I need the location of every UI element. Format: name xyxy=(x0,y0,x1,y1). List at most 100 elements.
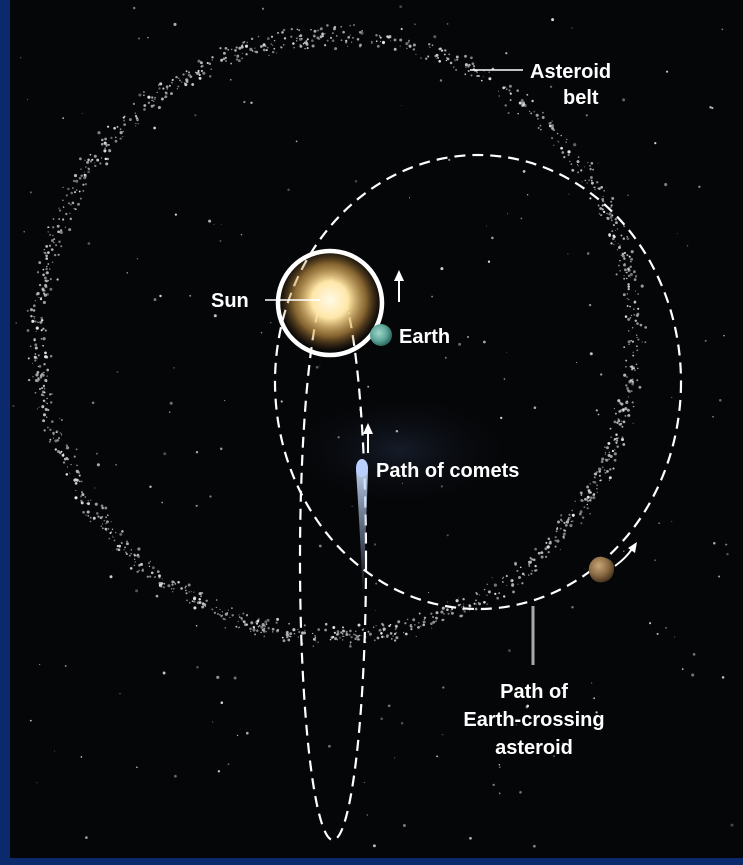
belt-asteroid xyxy=(620,437,625,442)
belt-asteroid xyxy=(630,314,632,317)
belt-asteroid xyxy=(336,639,339,641)
belt-asteroid xyxy=(559,527,562,530)
belt-asteroid xyxy=(550,136,554,140)
belt-asteroid xyxy=(475,71,478,73)
star xyxy=(500,416,503,420)
belt-asteroid xyxy=(165,85,169,89)
belt-asteroid xyxy=(360,635,362,637)
belt-asteroid xyxy=(39,297,43,301)
belt-asteroid xyxy=(378,628,382,632)
belt-asteroid xyxy=(71,201,75,205)
star xyxy=(116,370,119,373)
belt-asteroid xyxy=(505,575,508,578)
belt-asteroid xyxy=(631,401,634,404)
belt-asteroid xyxy=(62,199,64,202)
belt-asteroid xyxy=(332,626,336,629)
belt-asteroid xyxy=(564,523,568,527)
belt-asteroid xyxy=(636,312,640,316)
crossing-asteroid-label-line2: Earth-crossing xyxy=(463,709,604,731)
belt-asteroid xyxy=(130,549,132,551)
star xyxy=(428,592,430,593)
belt-asteroid xyxy=(41,387,44,390)
belt-asteroid xyxy=(450,610,452,612)
belt-asteroid xyxy=(516,89,519,92)
belt-asteroid xyxy=(487,590,491,594)
belt-asteroid xyxy=(302,631,307,635)
belt-asteroid xyxy=(156,570,160,573)
belt-asteroid xyxy=(628,330,630,332)
belt-asteroid xyxy=(576,160,580,164)
belt-asteroid xyxy=(105,144,108,147)
belt-asteroid xyxy=(192,597,197,601)
belt-asteroid xyxy=(116,545,119,547)
belt-asteroid xyxy=(395,632,398,634)
star xyxy=(448,158,451,162)
belt-asteroid xyxy=(104,506,108,510)
belt-asteroid xyxy=(311,39,314,43)
belt-asteroid xyxy=(537,126,540,130)
belt-asteroid xyxy=(613,408,615,410)
belt-asteroid xyxy=(46,375,49,377)
belt-asteroid xyxy=(323,32,326,35)
belt-asteroid xyxy=(40,393,44,397)
comet-direction-arrow xyxy=(363,423,373,453)
belt-asteroid xyxy=(35,326,38,328)
belt-asteroid xyxy=(594,188,597,191)
belt-asteroid xyxy=(621,254,625,258)
belt-asteroid xyxy=(393,639,397,642)
belt-asteroid xyxy=(49,428,52,432)
belt-asteroid xyxy=(34,316,36,318)
star xyxy=(23,230,25,233)
belt-asteroid xyxy=(43,289,46,292)
belt-asteroid xyxy=(172,587,175,590)
belt-asteroid xyxy=(211,56,214,59)
belt-asteroid xyxy=(331,32,334,35)
belt-asteroid xyxy=(170,92,173,96)
belt-asteroid xyxy=(44,351,47,355)
belt-asteroid xyxy=(50,239,54,243)
belt-asteroid xyxy=(443,613,445,615)
belt-asteroid xyxy=(514,563,517,566)
belt-asteroid xyxy=(628,343,630,345)
belt-asteroid xyxy=(601,466,604,469)
belt-asteroid xyxy=(231,614,234,617)
star xyxy=(654,141,657,145)
star xyxy=(562,742,564,745)
belt-asteroid xyxy=(587,489,591,492)
star xyxy=(399,5,403,9)
belt-asteroid xyxy=(464,63,468,67)
belt-asteroid xyxy=(631,390,633,392)
belt-asteroid xyxy=(142,91,145,93)
belt-asteroid xyxy=(65,444,68,447)
belt-asteroid xyxy=(438,47,442,51)
belt-asteroid xyxy=(589,513,591,515)
belt-asteroid xyxy=(250,621,254,625)
belt-asteroid xyxy=(90,499,92,501)
belt-asteroid xyxy=(188,591,190,593)
star xyxy=(211,59,213,61)
belt-asteroid xyxy=(211,608,214,611)
belt-asteroid xyxy=(79,197,82,200)
belt-asteroid xyxy=(633,313,636,316)
belt-asteroid xyxy=(202,71,206,75)
belt-asteroid xyxy=(182,73,185,76)
belt-asteroid xyxy=(617,399,621,403)
belt-asteroid xyxy=(54,439,58,443)
belt-asteroid xyxy=(38,297,40,299)
star xyxy=(39,664,41,666)
belt-asteroid xyxy=(636,349,639,352)
star xyxy=(571,606,574,609)
belt-asteroid xyxy=(620,234,623,237)
star xyxy=(213,223,215,226)
belt-asteroid xyxy=(516,569,519,572)
belt-asteroid xyxy=(199,61,203,65)
star xyxy=(220,701,224,704)
earth-crossing-asteroid-orbit xyxy=(273,153,683,611)
star xyxy=(704,339,707,342)
star xyxy=(505,52,508,55)
belt-asteroid xyxy=(604,452,607,454)
belt-asteroid xyxy=(26,329,30,332)
belt-asteroid xyxy=(576,164,579,166)
comet-orbit xyxy=(298,278,368,842)
star xyxy=(520,217,523,220)
